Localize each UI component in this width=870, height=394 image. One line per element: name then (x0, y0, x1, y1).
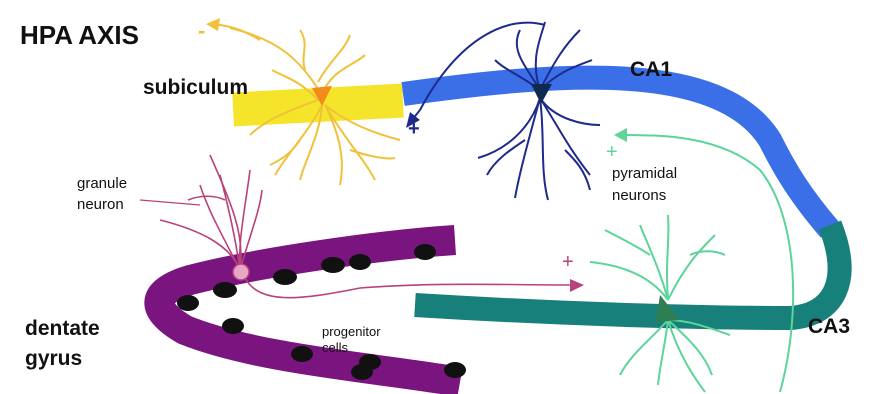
ca1-pyramidal-neuron (412, 22, 600, 200)
ca3-band (415, 225, 840, 318)
progenitor-label-line2: cells (322, 340, 349, 355)
progenitor-cell (291, 346, 313, 362)
progenitor-cell (321, 257, 345, 273)
pyramidal-label-line2: neurons (612, 187, 666, 204)
progenitor-cell (177, 295, 199, 311)
progenitor-cell (213, 282, 237, 298)
progenitor-cell (273, 269, 297, 285)
progenitor-cell (444, 362, 466, 378)
ca3-plus-sign: + (562, 251, 574, 273)
progenitor-label-line1: progenitor (322, 324, 381, 339)
granule-leader-line (140, 200, 200, 205)
granule-soma (233, 264, 249, 280)
hpa-axis-label: HPA AXIS (20, 20, 139, 50)
hpa-arrowhead (206, 18, 220, 31)
pyramidal-label-line1: pyramidal (612, 165, 677, 182)
hpa-arrow (214, 24, 260, 40)
ca3-label: CA3 (808, 315, 850, 338)
progenitor-cell (414, 244, 436, 260)
granule-label-line1: granule (77, 175, 127, 192)
ca1-plus-sign: + (606, 141, 618, 163)
hpa-minus-sign: - (198, 18, 205, 43)
dentate-label-line2: gyrus (25, 347, 82, 370)
subiculum-plus-sign: + (408, 118, 420, 140)
subiculum-label: subiculum (143, 76, 248, 99)
progenitor-cell (351, 364, 373, 380)
granule-label-line2: neuron (77, 196, 124, 213)
ca1-soma (531, 84, 552, 104)
granule-axon-arrowhead (570, 279, 584, 292)
ca3-axon-arrowhead (614, 128, 627, 142)
ca1-label: CA1 (630, 58, 672, 81)
dentate-label-line1: dentate (25, 317, 100, 340)
progenitor-cell (349, 254, 371, 270)
progenitor-cell (222, 318, 244, 334)
